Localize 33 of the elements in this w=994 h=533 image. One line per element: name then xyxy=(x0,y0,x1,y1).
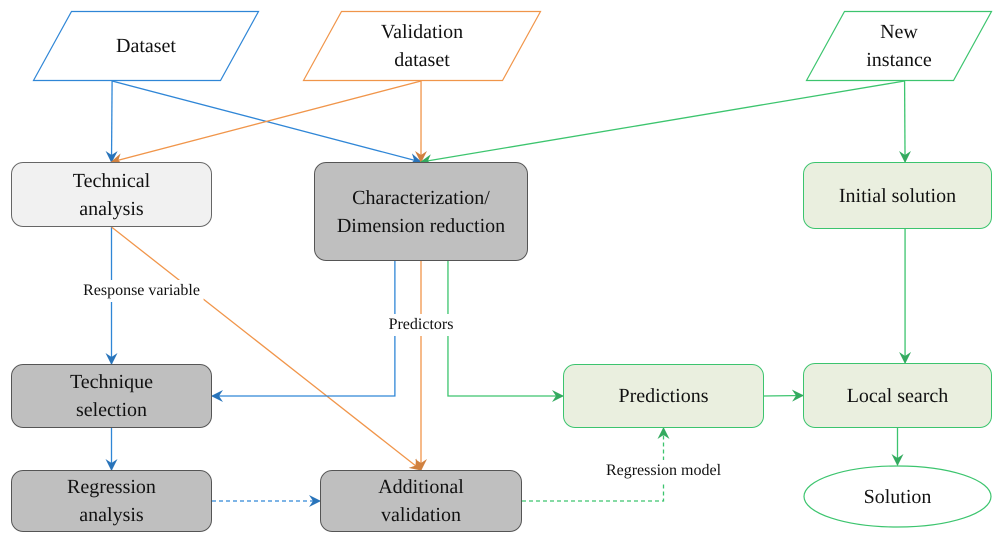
node-label: Predictions xyxy=(618,384,708,409)
node-label: New instance xyxy=(865,20,933,73)
arrow xyxy=(415,261,427,471)
dashed-arrow xyxy=(522,427,670,502)
arrow xyxy=(106,81,118,163)
node-label: Local search xyxy=(846,384,948,408)
arrow xyxy=(764,390,804,402)
process-box xyxy=(803,162,992,229)
arrow xyxy=(892,428,904,466)
arrow xyxy=(899,81,911,163)
arrow xyxy=(106,428,118,471)
process-box xyxy=(11,470,212,532)
node-label: Characterization/ Dimension reduction xyxy=(336,186,506,238)
process-box xyxy=(11,162,212,227)
arrow xyxy=(211,261,396,402)
process-box xyxy=(803,363,992,428)
node-label: Additional validation xyxy=(377,475,465,528)
process-box xyxy=(563,364,764,428)
dashed-arrow xyxy=(212,495,321,507)
node-label: Validation dataset xyxy=(380,20,464,73)
node-label: Technical analysis xyxy=(72,168,152,222)
node-label: Regression analysis xyxy=(66,475,157,528)
arrow xyxy=(447,261,564,402)
process-box xyxy=(11,364,212,428)
node-label: Initial solution xyxy=(838,184,956,208)
arrow xyxy=(111,226,422,471)
process-box xyxy=(320,470,522,532)
arrow xyxy=(415,81,427,163)
node-label: Solution xyxy=(864,484,932,510)
process-box xyxy=(314,162,528,261)
arrow xyxy=(899,229,912,364)
node-label: Dataset xyxy=(116,34,176,59)
node-label: Technique selection xyxy=(68,370,154,423)
